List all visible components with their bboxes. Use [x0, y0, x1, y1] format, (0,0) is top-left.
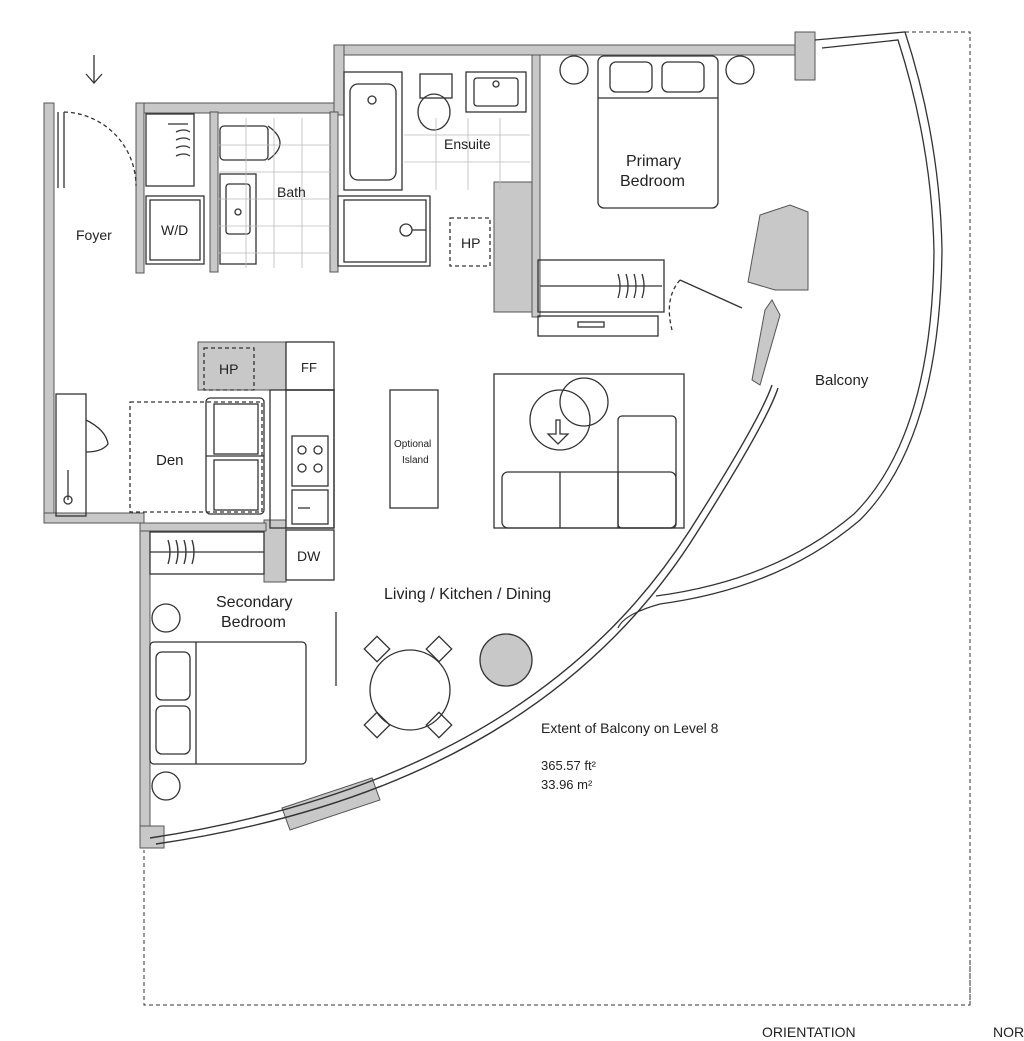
room-label-balcony: Balcony — [815, 372, 869, 389]
north-label: NOR — [993, 1024, 1024, 1040]
room-label-ensuite: Ensuite — [444, 136, 491, 152]
room-label-bath: Bath — [277, 184, 306, 200]
room-label-ff: FF — [301, 360, 317, 375]
room-label-primary-bedroom-line2: Bedroom — [620, 173, 685, 190]
room-label-den: Den — [156, 452, 184, 469]
orientation-label: ORIENTATION — [762, 1024, 856, 1040]
room-label-hp-upper: HP — [461, 235, 481, 251]
room-label-living-kitchen-dining: Living / Kitchen / Dining — [384, 586, 552, 603]
balcony-area-m: 33.96 m² — [541, 777, 593, 792]
wall-shapes — [43, 31, 816, 849]
balcony-area-ft: 365.57 ft² — [541, 758, 596, 773]
room-label-optional-island-line1: Optional — [394, 439, 432, 450]
room-label-secondary-bedroom-line1: Secondary — [216, 594, 293, 611]
room-label-primary-bedroom-line1: Primary — [626, 153, 682, 170]
room-label-dw: DW — [297, 548, 321, 564]
room-label-secondary-bedroom-line2: Bedroom — [221, 614, 286, 631]
room-label-foyer: Foyer — [76, 227, 112, 243]
foyer-door — [57, 111, 137, 188]
room-label-hp-lower: HP — [219, 361, 239, 377]
room-label-wd: W/D — [161, 222, 189, 238]
room-label-optional-island-line2: Island — [402, 455, 429, 466]
balcony-extent-label: Extent of Balcony on Level 8 — [541, 720, 719, 736]
entry-arrow-icon — [85, 55, 103, 84]
